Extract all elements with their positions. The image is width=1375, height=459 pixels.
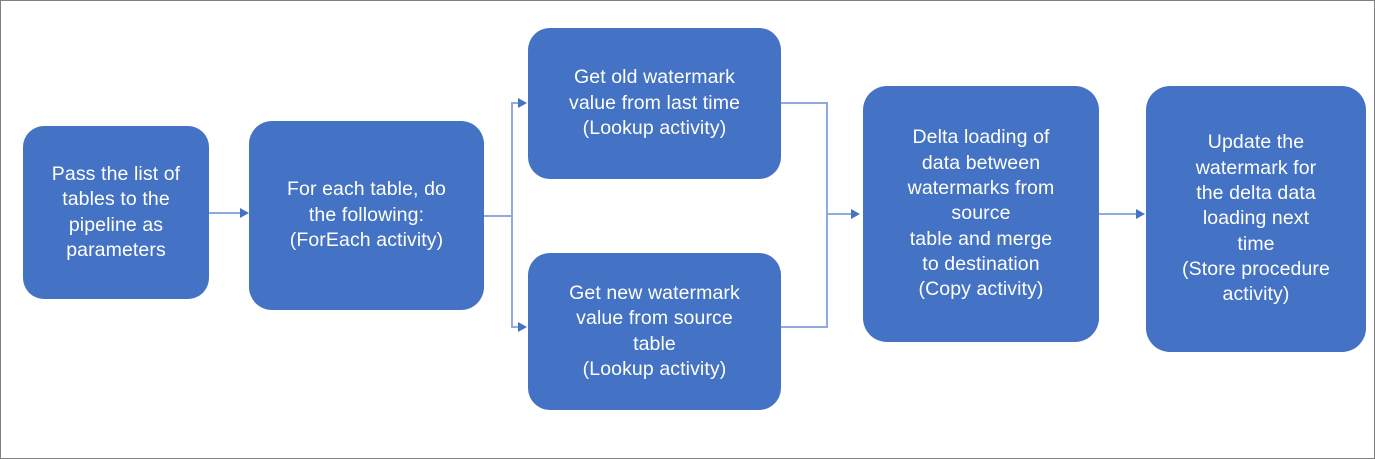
connector-pass-tables-to-foreach xyxy=(209,212,242,214)
node-delta-loading-label: Delta loading of data between watermarks… xyxy=(907,126,1055,301)
node-new-watermark-label: Get new watermark value from source tabl… xyxy=(569,281,740,380)
arrowhead-icon-fork-bottom xyxy=(518,322,527,332)
connector-foreach-out xyxy=(484,215,513,217)
connector-merge-to-delta-loading xyxy=(826,213,854,215)
arrowhead-icon-delta-to-update xyxy=(1136,209,1145,219)
node-pass-tables-label: Pass the list of tables to the pipeline … xyxy=(51,162,181,261)
connector-old-watermark-out xyxy=(781,102,828,104)
node-pass-tables[interactable]: Pass the list of tables to the pipeline … xyxy=(23,126,209,299)
node-foreach-label: For each table, do the following: (ForEa… xyxy=(287,178,446,252)
node-delta-loading[interactable]: Delta loading of data between watermarks… xyxy=(863,86,1099,342)
connector-fork-to-new-watermark xyxy=(511,326,521,328)
connector-delta-loading-to-update-watermark xyxy=(1099,213,1137,215)
arrowhead-icon-pass-to-foreach xyxy=(240,208,249,218)
connector-new-watermark-out xyxy=(781,326,828,328)
node-old-watermark-label: Get old watermark value from last time (… xyxy=(568,66,741,140)
node-foreach[interactable]: For each table, do the following: (ForEa… xyxy=(249,121,484,310)
node-old-watermark[interactable]: Get old watermark value from last time (… xyxy=(528,28,781,179)
node-new-watermark[interactable]: Get new watermark value from source tabl… xyxy=(528,253,781,410)
arrowhead-icon-merge-to-delta xyxy=(851,209,860,219)
connector-fork-vertical xyxy=(511,102,513,327)
arrowhead-icon-fork-top xyxy=(518,98,527,108)
node-update-watermark-label: Update the watermark for the delta data … xyxy=(1182,131,1330,306)
connector-fork-to-old-watermark xyxy=(511,102,521,104)
node-update-watermark[interactable]: Update the watermark for the delta data … xyxy=(1146,86,1366,352)
